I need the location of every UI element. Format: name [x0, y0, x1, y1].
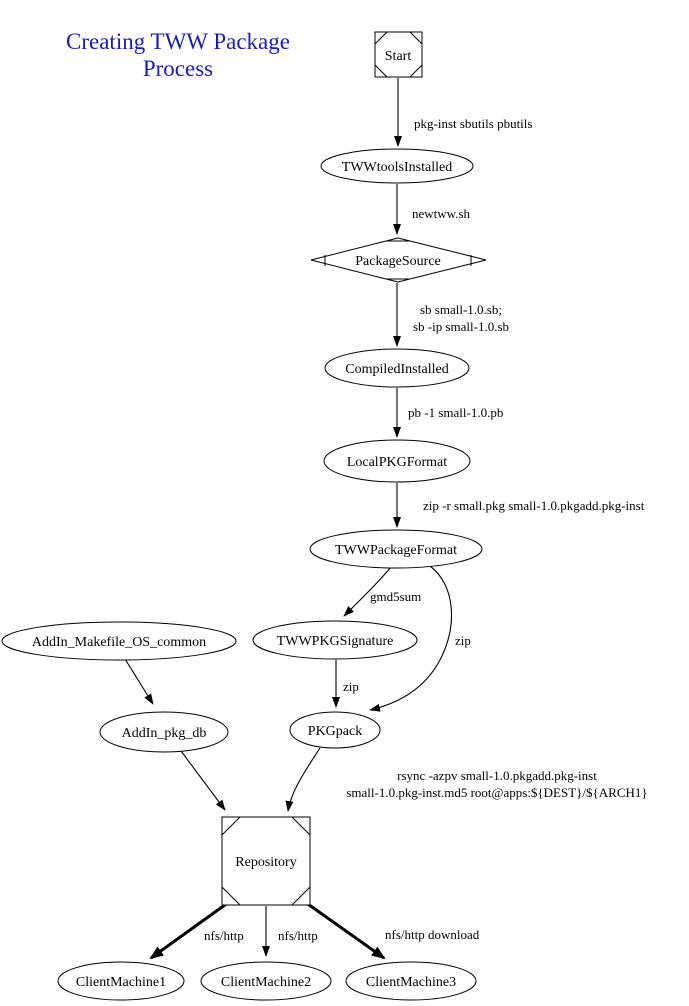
corner-cut-line: [221, 816, 241, 836]
node-client-machine-1: ClientMachine1: [57, 961, 185, 1001]
edge-twwformat-to-signature: [343, 566, 392, 617]
node-compiled-installed: CompiledInstalled: [324, 348, 470, 388]
corner-cut-line: [291, 816, 311, 836]
edge-label-zip-r: zip -r small.pkg small-1.0.pkgadd.pkg-in…: [423, 498, 645, 513]
twwformat-node-ellipse: [309, 529, 483, 569]
diagram-title-line2: Process: [143, 56, 213, 81]
node-local-pkg-format: LocalPKGFormat: [323, 439, 471, 483]
client3-node-ellipse: [345, 961, 477, 1001]
client3-node-label: ClientMachine3: [366, 975, 456, 990]
packagesource-node-diamond: [310, 237, 487, 283]
edge-label-nfs1: nfs/http: [204, 928, 244, 943]
node-tww-pkg-signature: TWWPKGSignature: [252, 620, 418, 660]
localpkg-node-ellipse: [323, 439, 471, 483]
edge-label-nfs3: nfs/http download: [385, 927, 480, 942]
twwtools-node-label: TWWtoolsInstalled: [342, 160, 452, 175]
edge-label-gmd5sum: gmd5sum: [370, 589, 421, 604]
client1-node-label: ClientMachine1: [76, 975, 166, 990]
edge-repository-to-client3: [304, 900, 386, 960]
edge-addinmakefile-to-addinpkgdb: [124, 658, 154, 705]
start-node-box: [374, 31, 423, 78]
edge-label-sb-line2: sb -ip small-1.0.sb: [413, 319, 509, 334]
corner-cut-line: [409, 64, 423, 78]
node-repository: Repository: [221, 816, 311, 906]
node-twwtools-installed: TWWtoolsInstalled: [320, 148, 474, 184]
node-client-machine-3: ClientMachine3: [345, 961, 477, 1001]
edge-pkgpack-to-repository: [285, 747, 321, 812]
repository-node-box: [221, 816, 311, 906]
edge-label-rsync-line2: small-1.0.pkg-inst.md5 root@apps:${DEST}…: [346, 785, 647, 800]
signature-node-ellipse: [252, 620, 418, 660]
signature-node-label: TWWPKGSignature: [277, 634, 394, 649]
node-package-source: PackageSource: [310, 237, 487, 283]
corner-cut-line: [374, 31, 388, 45]
node-addin-makefile-os-common: AddIn_Makefile_OS_common: [1, 621, 237, 661]
edge-repository-to-client1: [149, 900, 230, 960]
twwtools-node-ellipse: [320, 148, 474, 184]
edge-label-pkg-inst: pkg-inst sbutils pbutils: [414, 116, 532, 131]
addin-pkg-db-node-ellipse: [99, 711, 229, 753]
corner-cut-line: [374, 64, 388, 78]
pkgpack-node-label: PKGpack: [308, 724, 362, 739]
packagesource-node-label: PackageSource: [355, 254, 441, 269]
edge-label-zip-mid: zip: [343, 679, 359, 694]
diagram-title-line1: Creating TWW Package: [66, 29, 290, 54]
node-client-machine-2: ClientMachine2: [200, 961, 332, 1001]
client2-node-ellipse: [200, 961, 332, 1001]
addin-pkg-db-node-label: AddIn_pkg_db: [122, 726, 207, 741]
localpkg-node-label: LocalPKGFormat: [347, 455, 447, 470]
twwformat-node-label: TWWPackageFormat: [335, 543, 457, 558]
edge-label-sb-line1: sb small-1.0.sb;: [420, 302, 502, 317]
node-addin-pkg-db: AddIn_pkg_db: [99, 711, 229, 753]
repository-node-label: Repository: [235, 855, 296, 870]
pkgpack-node-ellipse: [289, 711, 381, 749]
addin-makefile-node-ellipse: [1, 621, 237, 661]
node-start: Start: [374, 31, 423, 78]
node-pkgpack: PKGpack: [289, 711, 381, 749]
edge-label-pb: pb -1 small-1.0.pb: [408, 405, 503, 420]
corner-cut-line: [221, 886, 241, 906]
edge-label-rsync-line1: rsync -azpv small-1.0.pkgadd.pkg-inst: [397, 768, 597, 783]
edge-label-nfs2: nfs/http: [278, 928, 318, 943]
addin-makefile-node-label: AddIn_Makefile_OS_common: [32, 635, 206, 650]
client2-node-label: ClientMachine2: [221, 975, 311, 990]
edge-label-zip-bypass: zip: [455, 633, 471, 648]
node-tww-package-format: TWWPackageFormat: [309, 529, 483, 569]
compiled-node-ellipse: [324, 348, 470, 388]
diagram-title: Creating TWW Package Process: [66, 29, 290, 81]
corner-cut-line: [291, 886, 311, 906]
corner-cut-line: [409, 31, 423, 45]
edge-twwformat-to-pkgpack: [369, 565, 452, 712]
client1-node-ellipse: [57, 961, 185, 1001]
edge-label-newtww: newtww.sh: [412, 206, 471, 221]
start-node-label: Start: [385, 49, 412, 64]
edge-addinpkgdb-to-repository: [180, 750, 226, 811]
compiled-node-label: CompiledInstalled: [345, 362, 448, 377]
